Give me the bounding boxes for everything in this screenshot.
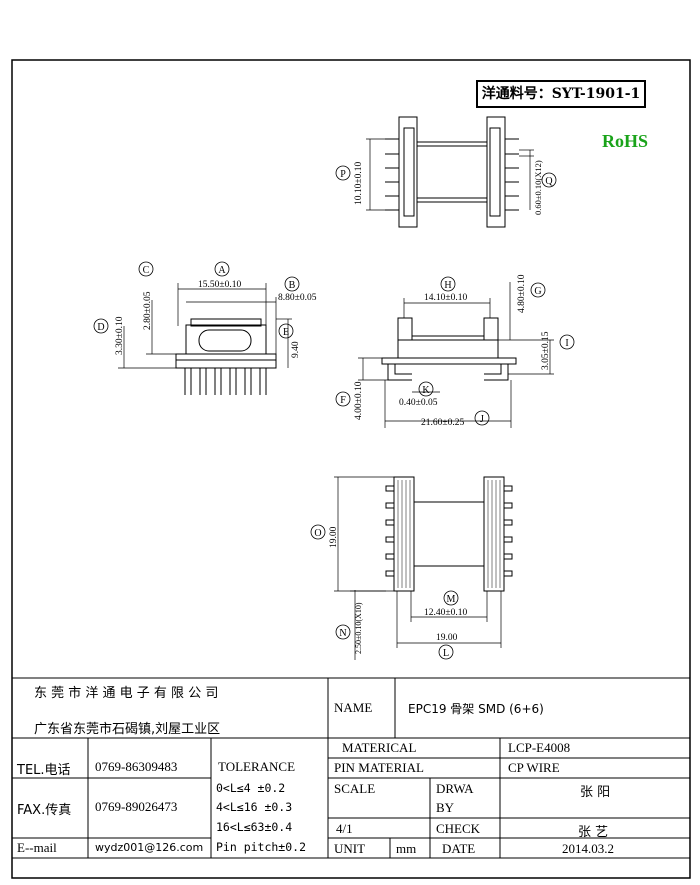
- bottom-left-pins: [385, 485, 395, 577]
- date-label: DATE: [442, 841, 476, 856]
- dim-a-text: 15.50±0.10: [198, 280, 241, 290]
- svg-text:B: B: [289, 280, 296, 291]
- dim-c-text: 2.80±0.05: [143, 291, 153, 330]
- fax-value: 0769-89026473: [95, 799, 178, 814]
- company-address: 广东省东莞市石碣镇,刘屋工业区: [34, 722, 221, 737]
- tel-label: TEL.电话: [17, 763, 71, 778]
- part-number-box: 洋通料号：SYT-1901-1: [476, 80, 646, 108]
- tolerance-line-2: 4<L≤16 ±0.3: [216, 800, 293, 814]
- pin-material-label: PIN MATERIAL: [334, 760, 424, 775]
- part-number: 洋通料号：SYT-1901-1: [481, 86, 641, 102]
- material-label: MATERICAL: [342, 740, 417, 755]
- material-value: LCP-E4008: [508, 740, 571, 755]
- pins-left: [385, 138, 399, 211]
- callout-g: G: [530, 282, 546, 298]
- callout-q: Q: [541, 172, 557, 188]
- dim-h-text: 14.10±0.10: [424, 293, 467, 303]
- callout-f: F: [335, 391, 351, 407]
- svg-text:L: L: [443, 648, 449, 659]
- tolerance-line-3: 16<L≤63±0.4: [216, 820, 293, 834]
- svg-text:K: K: [422, 385, 430, 396]
- side-view-drawing: [358, 282, 554, 428]
- svg-text:E: E: [283, 327, 289, 338]
- dim-p-text: 10.10±0.10: [354, 162, 364, 205]
- tolerance-label: TOLERANCE: [218, 759, 296, 774]
- pins-right: [505, 138, 519, 211]
- svg-text:M: M: [447, 594, 456, 605]
- tel-value: 0769-86309483: [95, 759, 178, 774]
- svg-text:N: N: [339, 628, 346, 639]
- scale-label: SCALE: [334, 781, 376, 796]
- rohs-mark: RoHS: [602, 131, 649, 151]
- unit-label: UNIT: [334, 841, 366, 856]
- end-view-drawing: [366, 116, 534, 228]
- check-value: 张 艺: [578, 825, 609, 840]
- front-pins: [184, 368, 267, 395]
- callout-h: H: [440, 276, 456, 292]
- callout-n: N: [335, 624, 351, 640]
- bottom-right-pins: [503, 485, 513, 577]
- pin-material-value: CP WIRE: [508, 760, 560, 775]
- name-label: NAME: [334, 700, 373, 715]
- drawn-by-label-2: BY: [436, 800, 455, 815]
- dim-q-text: 0.60±0.10(X12): [533, 160, 543, 215]
- fax-label: FAX.传真: [17, 803, 72, 818]
- email-label: E--mail: [17, 840, 57, 855]
- callout-o: O: [310, 524, 326, 540]
- dim-e-text: 9.40: [291, 341, 301, 358]
- dim-m-text: 12.40±0.10: [424, 608, 467, 618]
- dim-i-text: 3.05±0.15: [541, 331, 551, 370]
- scale-value: 4/1: [336, 821, 353, 836]
- svg-text:D: D: [97, 322, 104, 333]
- callout-c: C: [138, 261, 154, 277]
- svg-text:A: A: [218, 265, 226, 276]
- unit-value: mm: [396, 841, 417, 856]
- name-value: EPC19 骨架 SMD (6+6): [408, 702, 544, 716]
- tolerance-line-4: Pin pitch±0.2: [216, 840, 307, 854]
- callout-i: I: [559, 334, 575, 350]
- date-value: 2014.03.2: [562, 841, 614, 856]
- company-name: 东 莞 市 洋 通 电 子 有 限 公 司: [34, 686, 219, 701]
- dim-g-text: 4.80±0.10: [517, 274, 527, 313]
- check-label: CHECK: [436, 821, 481, 836]
- svg-text:G: G: [534, 286, 541, 297]
- callout-k: K: [418, 381, 434, 397]
- bottom-view-drawing: [334, 476, 513, 660]
- title-block-grid: [12, 677, 690, 859]
- callout-p: P: [335, 165, 351, 181]
- callout-b: B: [284, 276, 300, 292]
- svg-text:C: C: [143, 265, 150, 276]
- callout-e: E: [278, 323, 294, 339]
- svg-text:I: I: [565, 338, 568, 349]
- svg-text:J: J: [480, 414, 484, 425]
- dim-b-text: 8.80±0.05: [278, 293, 317, 303]
- dim-o-text: 19.00: [329, 526, 339, 548]
- callout-a: A: [214, 261, 230, 277]
- svg-text:Q: Q: [545, 176, 553, 187]
- dim-n-text: 2.50±0.10(X10): [354, 602, 363, 654]
- svg-text:F: F: [340, 395, 346, 406]
- callout-l: L: [438, 644, 454, 660]
- drawn-by-label-1: DRWA: [436, 781, 474, 796]
- callout-j: J: [474, 410, 490, 426]
- svg-text:O: O: [314, 528, 321, 539]
- dim-l-text: 19.00: [436, 633, 458, 643]
- dim-j-text: 21.60±0.25: [421, 418, 464, 428]
- tolerance-line-1: 0<L≤4 ±0.2: [216, 781, 286, 795]
- sheet-border: [11, 59, 691, 879]
- svg-text:P: P: [340, 169, 346, 180]
- svg-text:H: H: [444, 280, 451, 291]
- dim-f-text: 4.00±0.10: [354, 381, 364, 420]
- callout-d: D: [93, 318, 109, 334]
- email-value: wydz001@126.com: [95, 841, 204, 854]
- front-view-drawing: [118, 283, 292, 395]
- callout-m: M: [443, 590, 459, 606]
- dim-k-text: 0.40±0.05: [399, 398, 438, 408]
- drawn-by-value: 张 阳: [580, 785, 611, 800]
- dim-d-text: 3.30±0.10: [115, 316, 125, 355]
